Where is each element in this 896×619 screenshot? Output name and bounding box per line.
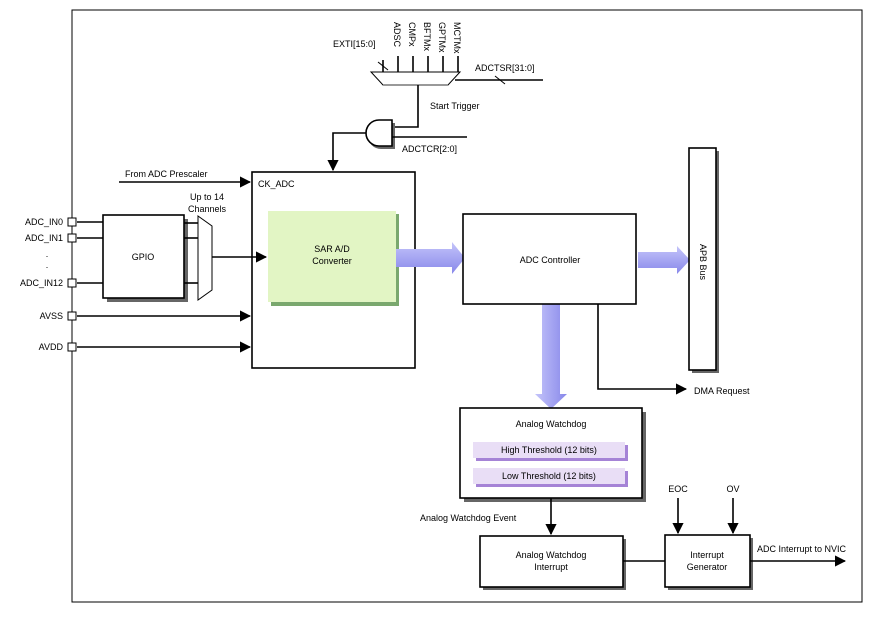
pin-adc-in0: ADC_IN0 bbox=[25, 217, 63, 227]
diagram-frame bbox=[71, 9, 863, 603]
nvic-label: ADC Interrupt to NVIC bbox=[757, 544, 847, 554]
pin-pads bbox=[67, 217, 252, 353]
pin-avdd: AVDD bbox=[39, 342, 64, 352]
start-trigger-line bbox=[393, 85, 419, 128]
int-gen-label-2: Generator bbox=[687, 562, 728, 572]
adctcr-label: ADCTCR[2:0] bbox=[402, 144, 457, 154]
sar-label-2: Converter bbox=[312, 256, 352, 266]
low-threshold-register bbox=[473, 468, 625, 484]
low-threshold-label: Low Threshold (12 bits) bbox=[502, 471, 596, 481]
adc-controller-label: ADC Controller bbox=[520, 255, 581, 265]
gpio-label: GPIO bbox=[132, 252, 155, 262]
controller-to-watchdog-arrow bbox=[535, 304, 567, 409]
ov-label: OV bbox=[726, 484, 739, 494]
apb-bus-block bbox=[688, 147, 717, 371]
trigger-input-mctmx: MCTMx bbox=[452, 22, 462, 54]
ck-adc-label: CK_ADC bbox=[258, 179, 295, 189]
channel-mux bbox=[184, 215, 268, 301]
gpio-block bbox=[102, 214, 185, 299]
trigger-input-gptmx: GPTMx bbox=[437, 22, 447, 53]
aw-interrupt-label-1: Analog Watchdog bbox=[516, 550, 587, 560]
dma-request-label: DMA Request bbox=[694, 386, 750, 396]
trigger-mux bbox=[369, 56, 543, 86]
watchdog-title: Analog Watchdog bbox=[516, 419, 587, 429]
and-gate bbox=[327, 119, 467, 172]
sar-label-1: SAR A/D bbox=[314, 244, 350, 254]
apb-bus-label: APB Bus bbox=[698, 244, 708, 281]
exti-label: EXTI[15:0] bbox=[333, 39, 376, 49]
trigger-input-bftmx: BFTMx bbox=[422, 22, 432, 51]
pin-avss: AVSS bbox=[40, 311, 63, 321]
aw-interrupt-block bbox=[479, 535, 624, 588]
channels-label-1: Up to 14 bbox=[190, 192, 224, 202]
int-gen-label-1: Interrupt bbox=[690, 550, 724, 560]
adctsr-label: ADCTSR[31:0] bbox=[475, 63, 535, 73]
dma-request-arrow bbox=[597, 304, 688, 395]
pin-dots-1: . bbox=[46, 249, 49, 259]
adc-controller-block bbox=[462, 213, 637, 305]
sar-to-controller-arrow bbox=[396, 242, 465, 274]
start-trigger-label: Start Trigger bbox=[430, 101, 480, 111]
pin-adc-in1: ADC_IN1 bbox=[25, 233, 63, 243]
prescaler-label: From ADC Prescaler bbox=[125, 169, 208, 179]
trigger-input-cmpx: CMPx bbox=[407, 22, 417, 47]
watchdog-event-label: Analog Watchdog Event bbox=[420, 513, 517, 523]
high-threshold-register bbox=[473, 442, 625, 458]
high-threshold-label: High Threshold (12 bits) bbox=[501, 445, 597, 455]
eoc-label: EOC bbox=[668, 484, 688, 494]
sar-converter-block bbox=[268, 211, 396, 302]
pin-dots-2: . bbox=[46, 260, 49, 270]
trigger-input-adsc: ADSC bbox=[392, 22, 402, 48]
channels-label-2: Channels bbox=[188, 204, 227, 214]
aw-interrupt-label-2: Interrupt bbox=[534, 562, 568, 572]
interrupt-generator-block bbox=[664, 534, 751, 588]
pin-adc-in12: ADC_IN12 bbox=[20, 278, 63, 288]
controller-to-apb-arrow bbox=[638, 246, 690, 274]
